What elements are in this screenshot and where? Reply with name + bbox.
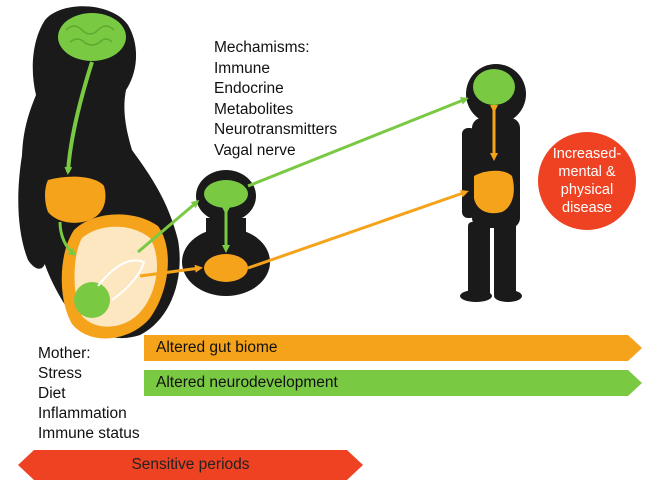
mechanisms-heading: Mechamisms: xyxy=(214,38,337,59)
disease-outcome-circle: Increased-mental & physical disease xyxy=(538,132,636,230)
mechanism-item: Metabolites xyxy=(214,100,337,121)
child-gut xyxy=(474,171,514,214)
mechanism-item: Endocrine xyxy=(214,79,337,100)
mechanism-item: Vagal nerve xyxy=(214,141,337,162)
infant-gut xyxy=(204,254,248,282)
mechanisms-list: Mechamisms: Immune Endocrine Metabolites… xyxy=(214,38,337,161)
mechanism-item: Neurotransmitters xyxy=(214,120,337,141)
mother-brain xyxy=(58,13,126,61)
sensitive-periods-bar: Sensitive periods xyxy=(18,450,363,480)
mother-factor: Stress xyxy=(38,364,140,384)
altered-neurodevelopment-bar: Altered neurodevelopment xyxy=(144,370,642,396)
mother-factors-list: Mother: Stress Diet Inflammation Immune … xyxy=(38,344,140,444)
mother-gut xyxy=(45,177,105,223)
infant-brain xyxy=(204,180,248,208)
infant-to-child-gut-arrow xyxy=(248,192,466,268)
mother-factor: Inflammation xyxy=(38,404,140,424)
mother-factor: Diet xyxy=(38,384,140,404)
child-brain xyxy=(473,69,515,105)
mother-factor: Immune status xyxy=(38,424,140,444)
altered-gut-biome-bar: Altered gut biome xyxy=(144,335,642,361)
mother-heading: Mother: xyxy=(38,344,140,364)
disease-outcome-label: Increased-mental & physical disease xyxy=(544,145,630,217)
mechanism-item: Immune xyxy=(214,59,337,80)
